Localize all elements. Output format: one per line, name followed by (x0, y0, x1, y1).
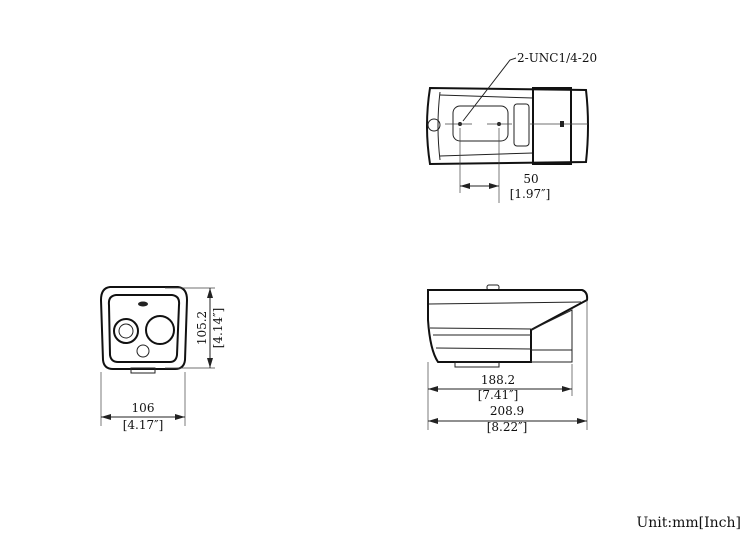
rear-section (530, 309, 573, 363)
side-mount (454, 361, 500, 368)
sensor-icon (138, 301, 148, 307)
thermal-lens (145, 315, 175, 345)
front-outer (99, 286, 189, 370)
dim-208-in: [8.22″] (487, 420, 528, 434)
top-body-outline (426, 86, 589, 166)
light-sensor (136, 344, 150, 358)
front-cap (437, 91, 441, 161)
front-view: 105.2 [4.14″] 106 [4.17″] (99, 286, 225, 432)
dim-height-in: [4.14″] (211, 308, 225, 349)
dim-50-in: [1.97″] (510, 187, 551, 201)
mounting-plate (452, 105, 509, 142)
side-view: 188.2 [7.41″] 208.9 [8.22″] (427, 284, 589, 434)
front-inner (107, 294, 181, 363)
visible-lens-inner (118, 323, 134, 339)
dim-50-mm: 50 (523, 172, 538, 186)
sunshield-section (532, 87, 572, 165)
dim-width-mm: 106 (132, 401, 155, 415)
bottom-mount (130, 367, 156, 374)
connector-slot (513, 103, 530, 147)
dim-188-mm: 188.2 (481, 373, 515, 387)
side-body-outline (427, 289, 589, 363)
dim-208-mm: 208.9 (490, 404, 524, 418)
extension-lines (459, 128, 500, 203)
top-view: 2-UNC1/4-20 50 [1.97″] (426, 51, 597, 203)
dim-188-in: [7.41″] (478, 388, 519, 402)
connector-knob (427, 118, 441, 132)
leader-line (462, 57, 517, 122)
visible-lens (113, 318, 139, 344)
body-edge (439, 94, 534, 157)
thread-label: 2-UNC1/4-20 (517, 51, 597, 65)
marker (560, 121, 564, 127)
unit-label: Unit:mm[Inch] (636, 515, 741, 531)
dim-width-in: [4.17″] (123, 418, 164, 432)
dim-height-mm: 105.2 (195, 311, 209, 345)
extension-lines (100, 287, 215, 426)
body-lines (428, 301, 582, 350)
